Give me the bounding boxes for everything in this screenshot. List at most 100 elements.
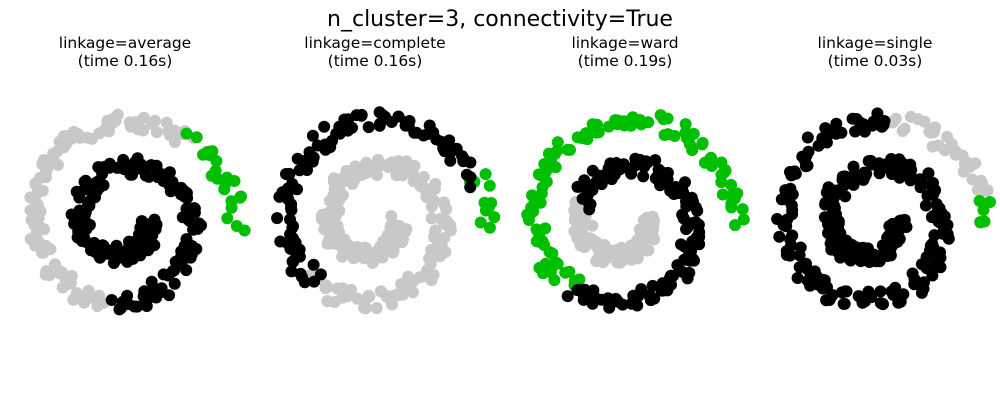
scatter-point: [812, 278, 824, 291]
scatter-point: [812, 139, 825, 152]
scatter-point: [578, 283, 591, 296]
scatter-point: [583, 203, 596, 216]
scatter-point: [450, 142, 463, 155]
scatter-point: [64, 277, 77, 290]
scatter-point: [680, 200, 693, 213]
scatter-point: [679, 126, 692, 139]
scatter-point: [649, 154, 662, 167]
scatter-point: [399, 119, 412, 132]
scatter-point: [561, 290, 574, 303]
scatter-point: [893, 223, 906, 236]
scatter-point: [373, 106, 386, 119]
scatter-point: [573, 273, 586, 286]
scatter-point: [285, 198, 298, 211]
scatter-point: [904, 174, 917, 187]
scatter-point: [923, 125, 936, 138]
scatter-point: [293, 164, 306, 177]
scatter-point: [68, 217, 81, 230]
scatter-points: [24, 108, 251, 316]
scatter-point: [355, 109, 368, 122]
scatter-point: [648, 292, 661, 305]
scatter-point: [683, 266, 696, 279]
scatter-point: [407, 175, 420, 188]
scatter-point: [922, 167, 935, 180]
scatter-point: [571, 180, 584, 193]
scatter-point: [793, 249, 806, 262]
scatter-point: [784, 249, 796, 262]
scatter-points: [521, 109, 750, 314]
scatter-point: [849, 125, 862, 138]
scatter-point: [80, 288, 93, 301]
scatter-point: [51, 145, 64, 158]
scatter-points: [771, 107, 996, 311]
scatter-point: [835, 126, 848, 139]
subplot-title: linkage=average: [59, 34, 191, 52]
scatter-point: [637, 214, 650, 227]
scatter-point: [297, 155, 310, 168]
scatter-point: [425, 200, 438, 213]
scatter-point: [342, 172, 355, 185]
scatter-point: [808, 265, 821, 278]
scatter-point: [425, 253, 438, 266]
subplot-average: linkage=average (time 0.16s): [24, 34, 251, 316]
scatter-point: [341, 290, 354, 303]
scatter-point: [846, 112, 859, 125]
scatter-point: [423, 119, 436, 132]
scatter-point: [234, 191, 247, 204]
scatter-point: [314, 268, 327, 281]
scatter-point: [360, 302, 372, 314]
scatter-point: [464, 171, 477, 184]
scatter-point: [847, 160, 860, 173]
scatter-point: [729, 219, 742, 232]
scatter-point: [128, 300, 141, 313]
scatter-point: [696, 138, 709, 151]
subplot-single: linkage=single (time 0.03s): [771, 34, 996, 311]
scatter-point: [548, 274, 561, 287]
scatter-point: [271, 212, 284, 225]
scatter-point: [873, 255, 886, 268]
scatter-point: [39, 171, 52, 184]
scatter-point: [574, 131, 587, 144]
scatter-point: [648, 233, 661, 246]
scatter-point: [668, 130, 681, 142]
scatter-point: [319, 279, 332, 292]
scatter-point: [910, 278, 923, 290]
scatter-point: [977, 204, 990, 216]
scatter-point: [882, 242, 895, 255]
scatter-point: [124, 120, 137, 133]
scatter-point: [914, 173, 927, 186]
scatter-point: [551, 257, 564, 270]
scatter-point: [736, 203, 749, 216]
scatter-point: [534, 196, 547, 209]
scatter-point: [576, 192, 589, 205]
scatter-point: [612, 114, 625, 127]
figure-suptitle: n_cluster=3, connectivity=True: [327, 7, 673, 32]
scatter-point: [137, 290, 150, 303]
scatter-point: [679, 118, 692, 131]
scatter-point: [434, 212, 447, 225]
scatter-point: [874, 285, 887, 298]
scatter-point: [230, 220, 243, 232]
scatter-point: [637, 170, 650, 183]
scatter-point: [370, 302, 383, 315]
scatter-point: [131, 245, 144, 257]
scatter-point: [209, 164, 222, 177]
scatter-point: [683, 138, 696, 151]
scatter-point: [563, 265, 576, 278]
subplot-title: linkage=single: [818, 34, 933, 52]
scatter-point: [385, 210, 398, 223]
scatter-point: [633, 223, 646, 236]
scatter-point: [374, 117, 386, 130]
scatter-point: [70, 185, 83, 198]
scatter-point: [155, 282, 168, 295]
scatter-point: [43, 269, 56, 282]
scatter-point: [464, 181, 477, 194]
scatter-point: [716, 188, 729, 201]
scatter-point: [677, 212, 690, 225]
scatter-point: [530, 235, 543, 248]
scatter-point: [777, 219, 790, 232]
scatter-point: [396, 169, 409, 182]
scatter-point: [597, 256, 610, 269]
scatter-point: [586, 118, 599, 131]
